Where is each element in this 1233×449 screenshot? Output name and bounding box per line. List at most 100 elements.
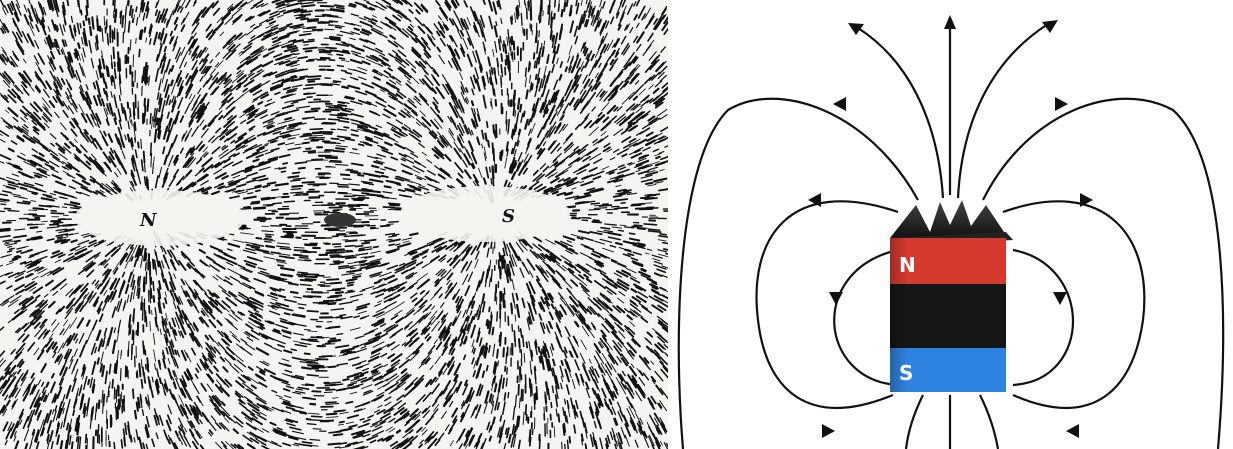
iron-filing xyxy=(608,1,615,14)
iron-filing xyxy=(241,411,253,421)
iron-filing xyxy=(595,114,606,125)
iron-filing xyxy=(73,52,77,59)
iron-filing xyxy=(98,313,104,323)
iron-filing xyxy=(512,123,517,136)
iron-filing xyxy=(127,120,130,130)
iron-filing xyxy=(494,40,498,53)
iron-filing xyxy=(580,286,588,293)
iron-filing xyxy=(39,3,45,16)
iron-filing xyxy=(194,279,204,291)
iron-filing xyxy=(629,277,641,284)
iron-filing xyxy=(159,32,165,46)
iron-filing xyxy=(164,297,168,305)
iron-filing xyxy=(588,78,594,87)
iron-filing xyxy=(1,46,7,55)
iron-filing xyxy=(277,242,290,245)
iron-filing xyxy=(464,124,470,135)
iron-filing xyxy=(542,106,549,118)
iron-filing xyxy=(347,68,356,72)
iron-filing xyxy=(42,329,51,339)
iron-filing xyxy=(408,97,415,104)
iron-filing xyxy=(481,370,486,379)
iron-filing xyxy=(170,9,174,16)
iron-filing xyxy=(421,67,429,76)
iron-filing xyxy=(249,202,260,205)
iron-filing xyxy=(451,293,456,300)
iron-filing xyxy=(11,310,24,321)
iron-filing xyxy=(23,428,30,442)
iron-filing xyxy=(562,165,573,172)
iron-filing xyxy=(262,73,269,78)
iron-filing xyxy=(95,113,101,122)
iron-filing xyxy=(369,352,381,359)
iron-filing xyxy=(56,81,62,91)
iron-filing xyxy=(286,422,296,427)
iron-filing xyxy=(66,304,74,314)
iron-filing xyxy=(24,386,32,398)
iron-filing xyxy=(278,6,287,10)
iron-filing xyxy=(374,380,384,386)
iron-filing xyxy=(282,330,292,335)
iron-filing xyxy=(547,320,552,329)
iron-filing xyxy=(165,419,172,432)
iron-filing xyxy=(660,126,668,132)
iron-filing xyxy=(5,125,11,130)
iron-filing xyxy=(334,446,341,449)
iron-filing xyxy=(603,142,611,148)
iron-filing xyxy=(574,359,580,371)
iron-filing xyxy=(13,239,21,243)
iron-filing xyxy=(291,356,306,362)
iron-filing xyxy=(233,363,244,373)
iron-filing xyxy=(275,0,289,6)
iron-filing xyxy=(402,157,415,164)
iron-filing xyxy=(328,106,340,109)
iron-filing xyxy=(538,438,541,449)
iron-filing xyxy=(229,144,242,153)
iron-filing xyxy=(475,309,479,316)
iron-filing xyxy=(269,286,282,292)
iron-filing xyxy=(290,179,301,182)
iron-filing xyxy=(610,258,618,263)
iron-filing xyxy=(623,226,635,229)
iron-filing xyxy=(239,112,248,119)
iron-filing xyxy=(624,308,630,313)
iron-filing xyxy=(205,23,212,32)
iron-filing xyxy=(502,347,505,358)
iron-filing xyxy=(210,258,216,263)
iron-filing xyxy=(665,442,668,448)
iron-filing xyxy=(213,253,223,259)
iron-filing xyxy=(131,156,134,163)
iron-filing xyxy=(660,357,668,366)
iron-filing xyxy=(609,244,617,248)
iron-filing xyxy=(249,79,255,84)
iron-filing xyxy=(249,64,263,73)
iron-filing xyxy=(486,320,490,330)
iron-filing xyxy=(460,44,465,54)
iron-filing xyxy=(295,105,311,109)
iron-filing xyxy=(325,14,339,18)
iron-filing xyxy=(207,115,218,127)
iron-filing xyxy=(356,125,364,128)
iron-filing xyxy=(149,290,152,304)
iron-filing xyxy=(79,387,82,394)
iron-filing xyxy=(181,253,187,259)
iron-filing xyxy=(327,118,341,121)
iron-filing xyxy=(154,382,159,396)
iron-filing xyxy=(287,125,299,129)
iron-filing xyxy=(576,263,590,273)
iron-filing xyxy=(590,189,597,193)
iron-filing xyxy=(290,64,300,68)
iron-filing xyxy=(602,146,611,153)
iron-filing xyxy=(628,55,638,67)
iron-filing xyxy=(516,4,520,17)
iron-filing xyxy=(478,384,484,397)
iron-filing xyxy=(559,111,566,121)
iron-filing xyxy=(259,114,269,120)
iron-filing xyxy=(629,377,637,389)
iron-filing xyxy=(157,117,161,131)
iron-filing xyxy=(565,132,573,142)
iron-filing xyxy=(627,326,636,335)
iron-filing xyxy=(101,58,106,70)
iron-filing xyxy=(385,306,398,314)
iron-filing xyxy=(381,174,389,179)
